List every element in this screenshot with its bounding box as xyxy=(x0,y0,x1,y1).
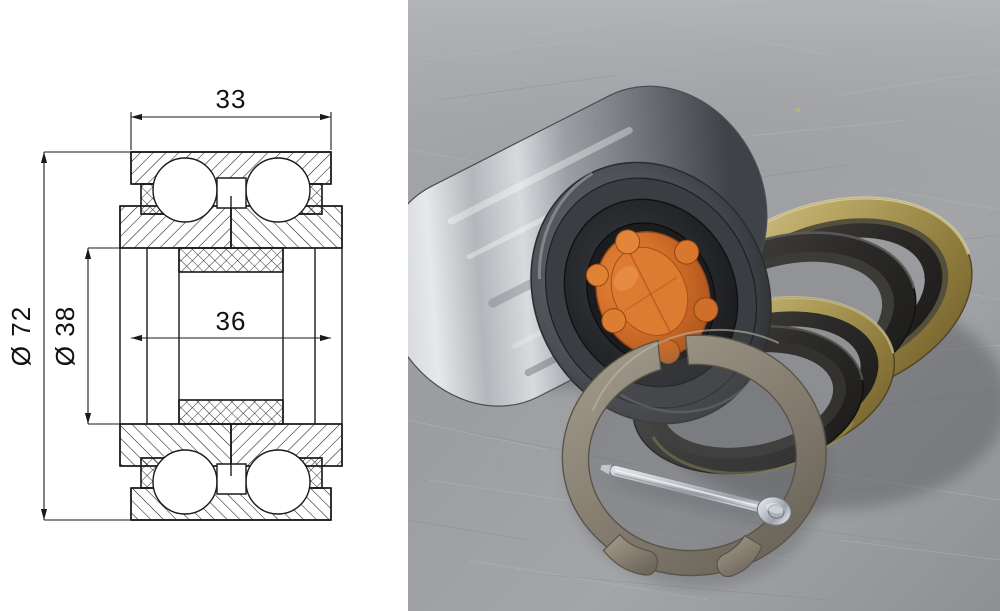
snap-ring-body xyxy=(561,334,827,577)
ball-row-upper xyxy=(140,157,323,223)
cotter-pin-highlight xyxy=(615,469,762,508)
dimension-width-33 xyxy=(130,112,332,150)
bench-speck xyxy=(795,108,801,112)
snap-ring xyxy=(561,328,828,588)
bearing-drawing-svg: 33 36 Ø 72 Ø 38 xyxy=(0,0,408,611)
cotter-pin-eye xyxy=(756,496,792,526)
technical-drawing-panel: 33 36 Ø 72 Ø 38 xyxy=(0,0,408,611)
cotter-pin-shadow xyxy=(606,475,785,524)
seal-upper xyxy=(178,247,284,273)
dimension-label-dia-72: Ø 72 xyxy=(6,306,36,366)
seal-lower xyxy=(178,399,284,425)
cotter-pin-tip xyxy=(599,463,613,476)
dimension-label-36: 36 xyxy=(216,306,247,336)
face-highlight xyxy=(538,172,594,280)
dimension-label-33: 33 xyxy=(216,84,247,114)
product-photo-panel: · · · · · · · · · xyxy=(408,0,1000,611)
dimension-outer-dia-72 xyxy=(40,151,131,521)
snap-ring-tang-left xyxy=(602,533,659,576)
outer-profile xyxy=(119,151,343,521)
cap-specular xyxy=(614,266,639,291)
ball-row-lower xyxy=(140,449,323,515)
ball-bearing-assembly: · · · · · · · · · xyxy=(408,85,772,470)
dimension-inner-dia-38 xyxy=(84,247,179,425)
bearing-kit-photo-svg: · · · · · · · · · xyxy=(408,0,1000,611)
cotter-pin xyxy=(599,463,792,526)
snap-ring-tang-right xyxy=(716,534,763,578)
bearing-section-geometry xyxy=(119,151,343,521)
dimension-label-dia-38: Ø 38 xyxy=(50,306,80,366)
snap-ring-highlight xyxy=(591,328,780,412)
